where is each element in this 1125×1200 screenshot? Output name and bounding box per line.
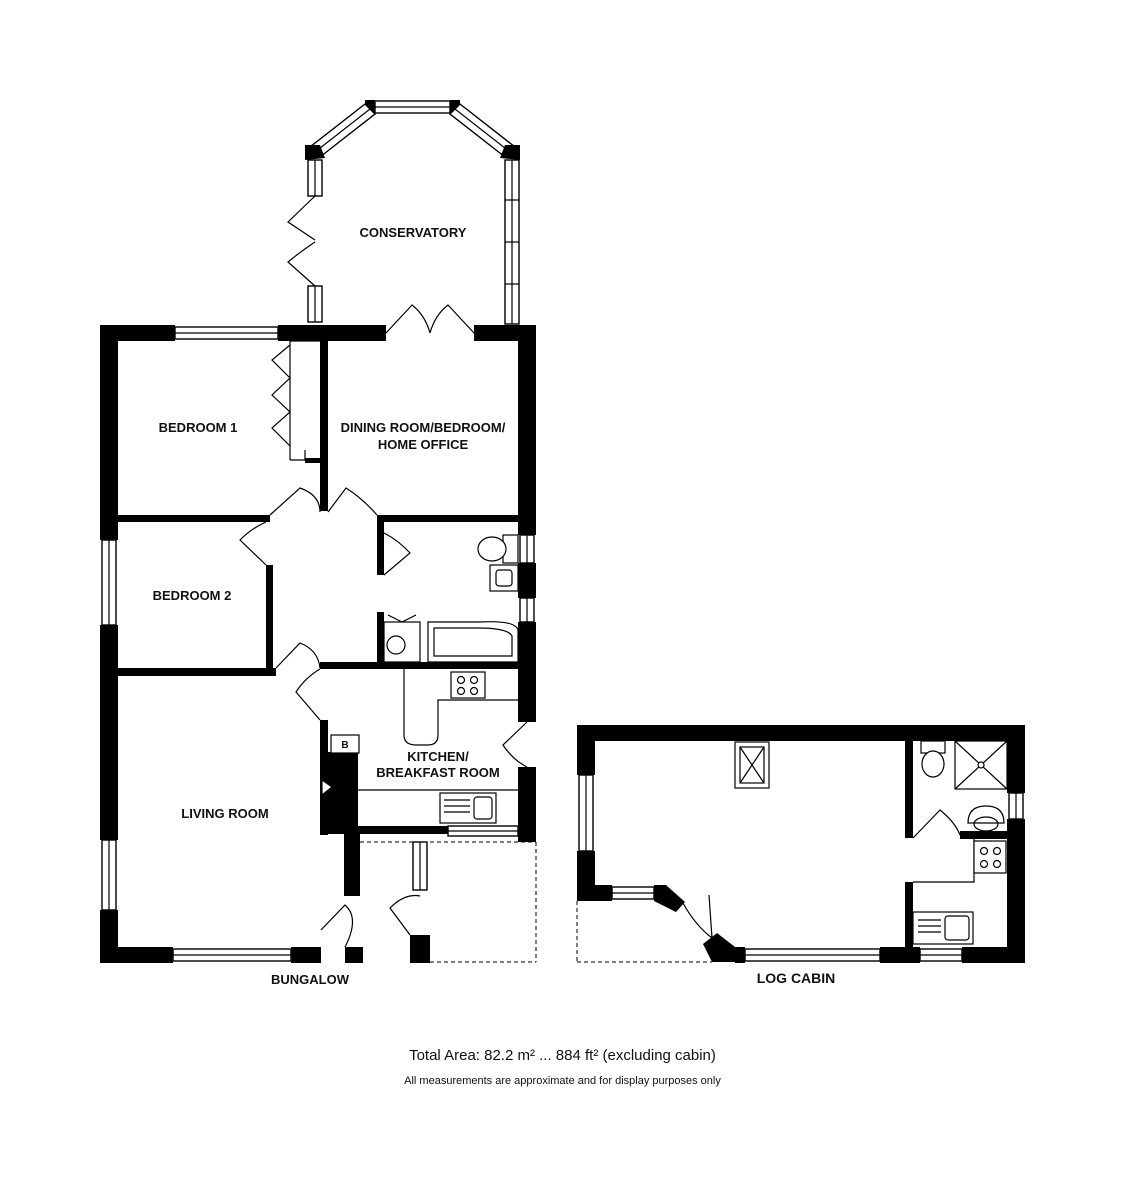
boiler-box	[330, 734, 360, 754]
room-label-kitchen-line1: KITCHEN/	[407, 749, 469, 764]
toilet-icon	[477, 536, 507, 562]
room-label-living-room: LIVING ROOM	[181, 806, 268, 821]
shower-icon	[383, 621, 421, 663]
conservatory-side-doors	[287, 195, 316, 287]
bedroom1-wardrobe	[271, 340, 323, 463]
disclaimer: All measurements are approximate and for…	[404, 1075, 721, 1087]
bath-icon	[427, 621, 519, 663]
log-cabin-walls	[577, 725, 1025, 963]
bungalow-doors	[239, 304, 528, 948]
bungalow-outer-walls	[100, 325, 536, 963]
cabin-sink-icon	[912, 911, 974, 945]
conservatory-walls	[305, 100, 520, 325]
cabin-hob-icon	[973, 840, 1007, 874]
total-area: Total Area: 82.2 m² ... 884 ft² (excludi…	[409, 1047, 716, 1064]
room-label-bedroom-2: BEDROOM 2	[153, 588, 232, 603]
hob-icon	[450, 671, 486, 699]
room-label-dining-line2: HOME OFFICE	[378, 437, 469, 452]
building-label-bungalow: BUNGALOW	[271, 972, 350, 987]
bungalow-internal-walls	[118, 341, 519, 896]
sink-icon	[439, 792, 497, 824]
boiler-label: B	[341, 740, 348, 751]
building-label-log-cabin: LOG CABIN	[757, 970, 836, 986]
room-label-bedroom-1: BEDROOM 1	[159, 420, 238, 435]
log-cabin-doors	[576, 809, 961, 963]
cabin-toilet-icon	[921, 750, 945, 778]
room-label-kitchen-line2: BREAKFAST ROOM	[376, 765, 500, 780]
room-label-dining-line1: DINING ROOM/BEDROOM/	[341, 420, 506, 435]
kitchen-fixtures: B	[321, 669, 518, 824]
cabin-basin-icon	[967, 805, 1005, 824]
log-cabin-fixtures	[734, 740, 1008, 945]
bathroom-fixtures	[383, 534, 519, 663]
room-label-conservatory: CONSERVATORY	[360, 225, 467, 240]
porch	[360, 841, 537, 963]
